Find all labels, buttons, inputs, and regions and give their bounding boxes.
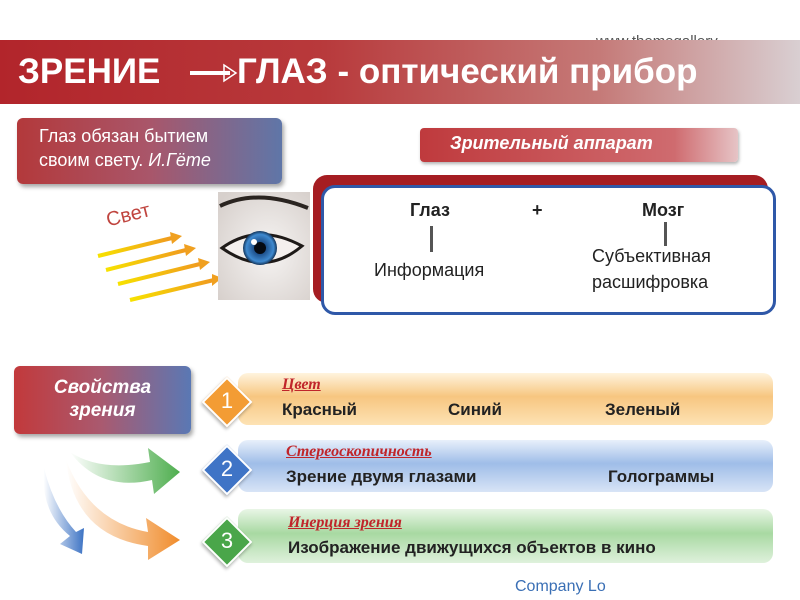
quote-text: своим свету. <box>39 150 144 170</box>
property-number-2: 2 <box>201 444 253 496</box>
visual-apparatus-label: Зрительный аппарат <box>420 128 738 162</box>
property-number-1-text: 1 <box>220 388 234 413</box>
brain-result-line2: расшифровка <box>592 272 709 292</box>
stereo-two-eyes: Зрение двумя глазами <box>286 467 477 486</box>
stereo-holograms: Голограммы <box>608 467 715 486</box>
properties-label-line2: зрения <box>69 400 136 421</box>
property-band-color <box>238 373 773 425</box>
property-number-3: 3 <box>201 516 253 568</box>
brain-connector <box>664 222 667 246</box>
quote-box: Глаз обязан бытием своим свету. И.Гёте <box>17 118 282 184</box>
quote-line2: своим свету. И.Гёте <box>39 148 282 172</box>
quote-line1: Глаз обязан бытием <box>39 126 209 146</box>
eye-result: Информация <box>374 260 485 280</box>
color-blue: Синий <box>448 400 502 419</box>
plus-sign: + <box>532 200 543 220</box>
property-number-1: 1 <box>201 376 253 428</box>
brain-result-line1: Субъективная <box>592 246 711 266</box>
property-band-stereo <box>238 440 773 492</box>
title-vision: ЗРЕНИЕ <box>18 52 161 91</box>
inertia-description: Изображение движущихся объектов в кино <box>288 538 656 557</box>
title-eye: ГЛАЗ - оптический прибор <box>237 52 698 91</box>
property-number-3-text: 3 <box>220 528 234 553</box>
eye-icon <box>218 192 310 300</box>
eye-connector <box>430 226 433 252</box>
property-title-stereo: Стереоскопичность <box>286 443 432 460</box>
visual-apparatus-box: Глаз + Мозг Информация Субъективная расш… <box>321 185 776 315</box>
property-number-2-text: 2 <box>220 456 234 481</box>
brain-label: Мозг <box>642 200 685 220</box>
property-band-inertia <box>238 509 773 563</box>
quote-author: И.Гёте <box>148 150 211 170</box>
light-rays-icon <box>97 232 222 302</box>
properties-label: Свойства зрения <box>14 366 191 434</box>
company-logo-text: Company Lo <box>515 578 606 595</box>
property-title-color: Цвет <box>282 376 321 393</box>
color-green: Зеленый <box>605 400 681 419</box>
property-title-inertia: Инерция зрения <box>288 514 402 531</box>
eye-label: Глаз <box>410 200 450 220</box>
title-band <box>0 40 800 104</box>
properties-label-line1: Свойства <box>53 377 152 398</box>
arrow-right-icon <box>190 63 238 83</box>
color-red: Красный <box>282 400 357 419</box>
cycle-arrows-icon <box>43 448 180 560</box>
